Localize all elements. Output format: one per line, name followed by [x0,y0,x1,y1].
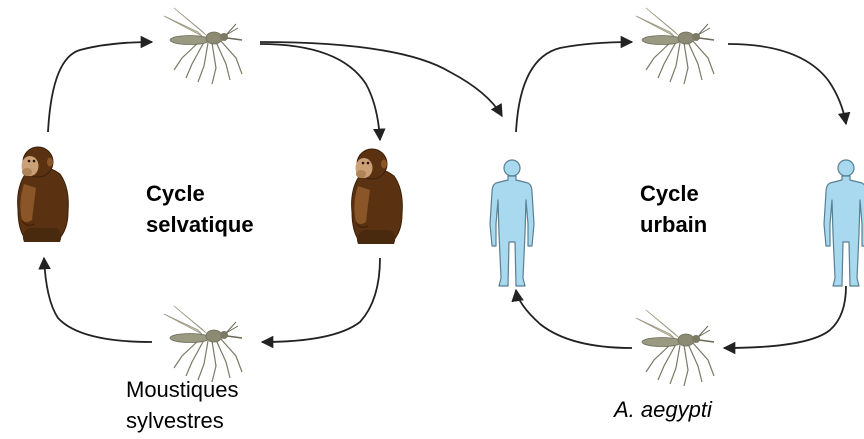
arrow-human-to-mosquito-top [516,42,632,132]
mosquito-icon-urban-bottom [636,310,714,386]
urban-title-line1: Cycle [640,178,707,209]
arrow-mosquito-bottom-to-monkey [44,258,152,342]
human-icon-right [824,160,864,286]
chimpanzee-icon-left [18,147,69,242]
selvatic-title-line2: selvatique [146,209,254,240]
aegypti-caption: A. aegypti [614,394,712,425]
selvatic-title-line1: Cycle [146,178,254,209]
mosquito-icon-sylvan-bottom [164,306,242,382]
arrow-monkey-to-mosquito-bottom [262,258,380,342]
arrow-monkey-to-mosquito-top [48,42,152,132]
urban-title-line2: urbain [640,209,707,240]
chimpanzee-icon-right [352,149,403,244]
mosquito-icon-sylvan-top [164,8,242,84]
sylvan-caption-line2: sylvestres [126,405,239,436]
selvatic-cycle-title: Cycle selvatique [146,178,254,240]
arrow-bridge-to-human [260,42,502,116]
mosquito-icon-urban-top [636,8,714,84]
sylvan-caption-line1: Moustiques [126,374,239,405]
arrow-human-to-mosquito-bottom [724,286,846,348]
arrow-mosquito-top-to-monkey [260,44,380,140]
urban-cycle-title: Cycle urbain [640,178,707,240]
human-icon-left [490,160,534,286]
arrow-mosquito-bottom-to-human [516,290,632,348]
sylvan-mosquito-caption: Moustiques sylvestres [126,374,239,436]
arrow-mosquito-top-to-human [728,44,846,124]
